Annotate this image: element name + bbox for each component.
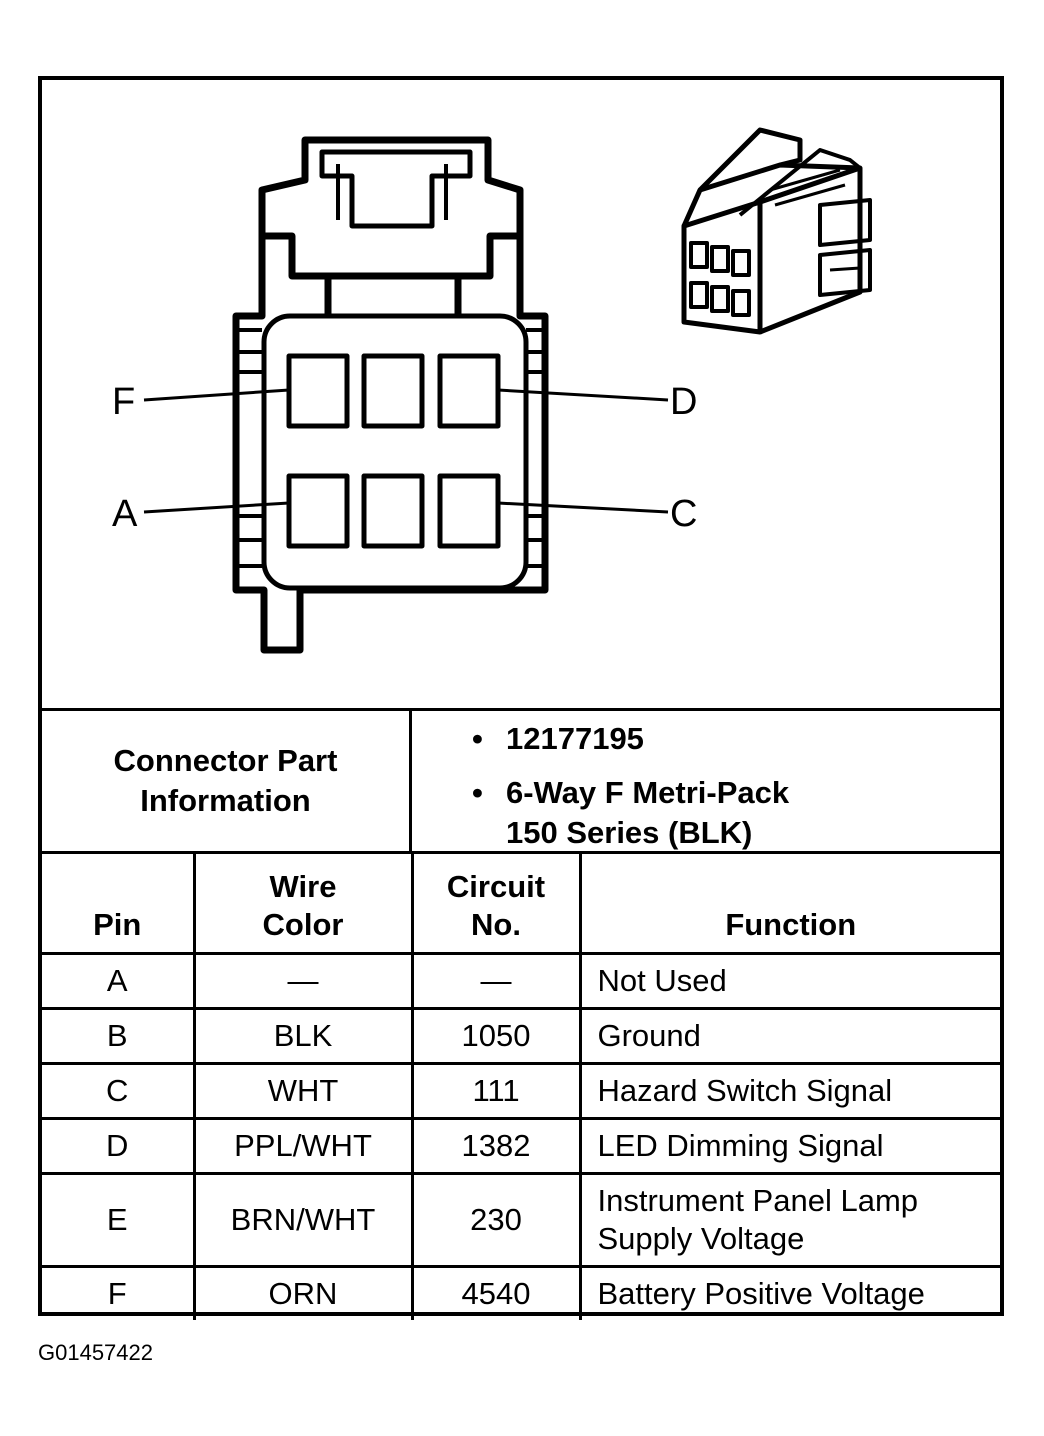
pin-label-d: D: [670, 381, 697, 423]
function-cell: LED Dimming Signal: [578, 1117, 1000, 1175]
part-number-item: • 12177195: [472, 721, 644, 757]
connector-description-line1: 6-Way F Metri-Pack: [506, 775, 790, 810]
bullet-icon: •: [472, 721, 483, 756]
connector-info-values: • 12177195 • 6-Way F Metri-Pack 150 Seri…: [412, 711, 1000, 851]
pin-label-c: C: [670, 493, 697, 535]
connector-face-view: [232, 136, 549, 654]
circuit-cell: 111: [410, 1062, 582, 1120]
pin-cell: F: [42, 1265, 196, 1320]
circuit-cell: 1382: [410, 1117, 582, 1175]
table-row: B BLK 1050 Ground: [42, 1007, 1000, 1065]
pin-label-f: F: [112, 381, 135, 423]
pin-cell: D: [42, 1117, 196, 1175]
header-pin: Pin: [42, 854, 196, 955]
connector-info-label: Connector Part Information: [42, 711, 412, 851]
connector-description: 6-Way F Metri-Pack 150 Series (BLK): [506, 773, 789, 853]
header-function: Function: [578, 854, 1000, 955]
pin-cell: B: [42, 1007, 196, 1065]
wire-color-cell: —: [192, 952, 414, 1010]
connector-info-label-line2: Information: [140, 783, 311, 818]
pin-callout-lines: [143, 388, 669, 514]
pin-cell: A: [42, 952, 196, 1010]
pin-label-a: A: [112, 493, 138, 535]
table-row: F ORN 4540 Battery Positive Voltage: [42, 1265, 1000, 1320]
table-row: C WHT 111 Hazard Switch Signal: [42, 1062, 1000, 1120]
connector-description-line2: 150 Series (BLK): [506, 815, 753, 850]
wire-color-cell: BLK: [192, 1007, 414, 1065]
table-row: A — — Not Used: [42, 952, 1000, 1010]
wire-color-cell: ORN: [192, 1265, 414, 1320]
function-cell: Not Used: [578, 952, 1000, 1010]
function-cell: Ground: [578, 1007, 1000, 1065]
wire-color-cell: WHT: [192, 1062, 414, 1120]
connector-part-info: Connector Part Information • 12177195 • …: [42, 708, 1000, 854]
wire-color-cell: PPL/WHT: [192, 1117, 414, 1175]
function-cell: Battery Positive Voltage: [578, 1265, 1000, 1320]
part-number: 12177195: [506, 721, 644, 756]
connector-isometric-view: [681, 127, 872, 335]
figure-id: G01457422: [38, 1340, 153, 1365]
connector-info-label-line1: Connector Part: [113, 743, 338, 778]
function-cell: Hazard Switch Signal: [578, 1062, 1000, 1120]
circuit-cell: —: [410, 952, 582, 1010]
table-row: D PPL/WHT 1382 LED Dimming Signal: [42, 1117, 1000, 1175]
connector-description-item: • 6-Way F Metri-Pack 150 Series (BLK): [472, 773, 789, 853]
bullet-icon: •: [472, 775, 483, 810]
pin-cell: E: [42, 1172, 196, 1268]
circuit-cell: 230: [410, 1172, 582, 1268]
connector-diagram: F A D C: [112, 127, 872, 654]
wire-color-cell: BRN/WHT: [192, 1172, 414, 1268]
circuit-cell: 4540: [410, 1265, 582, 1320]
pin-cell: C: [42, 1062, 196, 1120]
circuit-cell: 1050: [410, 1007, 582, 1065]
